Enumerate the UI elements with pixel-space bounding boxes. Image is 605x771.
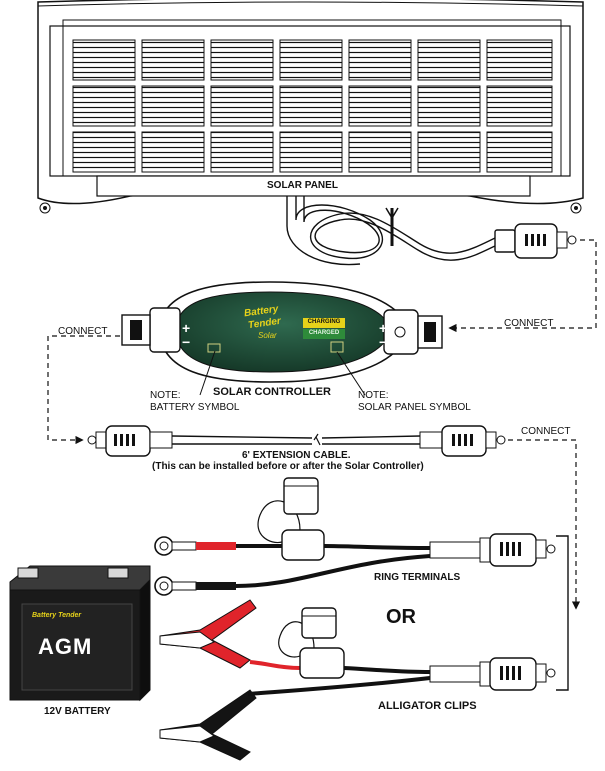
controller-brand-line3: Solar — [258, 331, 277, 340]
solar-panel-label: SOLAR PANEL — [267, 180, 338, 191]
solar-controller-label: SOLAR CONTROLLER — [213, 386, 331, 398]
solar-controller — [121, 281, 443, 383]
note-solar-leader — [336, 351, 366, 396]
connect-label-right: CONNECT — [504, 318, 554, 329]
ring-terminal-harness — [154, 477, 556, 596]
extension-cable-label: 6' EXTENSION CABLE. — [242, 450, 351, 461]
extension-cable — [87, 425, 506, 457]
connect-label-extension: CONNECT — [521, 426, 571, 437]
solar-cell-grid — [72, 39, 553, 173]
extension-cable-note: (This can be installed before or after t… — [152, 461, 424, 472]
note-solar-label: NOTE: SOLAR PANEL SYMBOL — [358, 390, 471, 413]
controller-minus-right: − — [379, 334, 388, 350]
note-battery-label: NOTE: BATTERY SYMBOL — [150, 390, 240, 413]
panel-sae-connector — [494, 223, 577, 259]
controller-plus-left: + — [182, 320, 191, 336]
status-charged-label: CHARGED — [308, 330, 340, 336]
connect-label-left: CONNECT — [58, 326, 108, 337]
connect-line-extension — [508, 439, 581, 610]
controller-minus-left: − — [182, 334, 191, 350]
note-battery-leader — [199, 350, 216, 396]
battery-type: AGM — [38, 634, 93, 659]
battery — [9, 565, 151, 702]
status-charging-label: CHARGING — [307, 319, 341, 325]
panel-cable — [286, 196, 496, 266]
alligator-clip-harness — [159, 599, 556, 761]
alligator-clips-label: ALLIGATOR CLIPS — [378, 700, 477, 712]
ring-terminals-label: RING TERMINALS — [374, 572, 461, 583]
connect-line-controller — [47, 335, 120, 445]
battery-brand: Battery Tender — [32, 612, 82, 619]
solar-panel — [37, 0, 584, 214]
options-bracket — [556, 535, 569, 691]
battery-label: 12V BATTERY — [44, 706, 111, 717]
controller-plus-right: + — [379, 320, 388, 336]
or-label: OR — [386, 606, 416, 628]
